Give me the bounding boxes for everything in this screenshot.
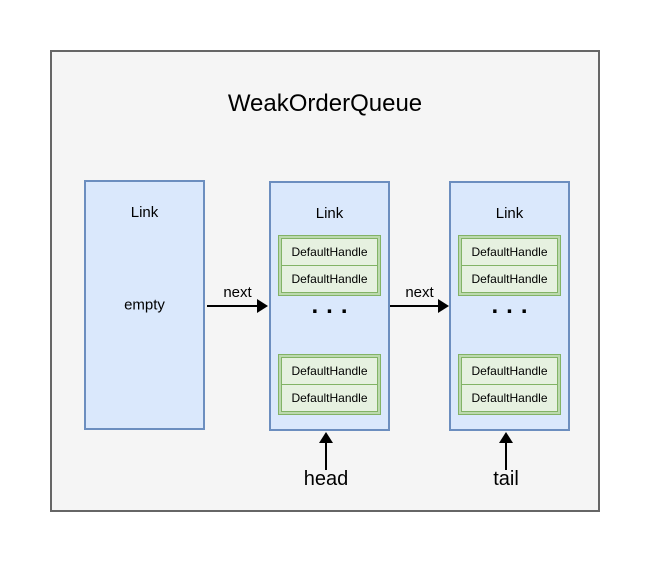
default-handle-cell: DefaultHandle (281, 265, 378, 293)
arrow-shaft (390, 305, 440, 307)
default-handle-cell: DefaultHandle (461, 238, 558, 266)
link-node-label: Link (315, 205, 344, 222)
next-arrow-label: next (223, 284, 252, 301)
link-node-label: Link (495, 205, 524, 222)
link-node-tail: Link DefaultHandle DefaultHandle ... Def… (449, 181, 570, 431)
default-handle-cell: DefaultHandle (461, 384, 558, 412)
arrow-right-icon (438, 299, 449, 313)
handle-group-top: DefaultHandle DefaultHandle (278, 235, 381, 296)
default-handle-cell: DefaultHandle (281, 384, 378, 412)
handle-group-top: DefaultHandle DefaultHandle (458, 235, 561, 296)
arrow-shaft (325, 440, 327, 470)
tail-pointer-arrow (498, 432, 514, 470)
arrow-up-icon (319, 432, 333, 443)
head-pointer-label: head (303, 468, 349, 490)
ellipsis-label: ... (311, 292, 356, 319)
empty-content-label: empty (124, 296, 165, 314)
arrow-right-icon (257, 299, 268, 313)
tail-pointer-label: tail (493, 468, 519, 490)
default-handle-cell: DefaultHandle (461, 265, 558, 293)
default-handle-cell: DefaultHandle (461, 357, 558, 385)
handle-group-bottom: DefaultHandle DefaultHandle (278, 354, 381, 415)
next-arrow-label: next (405, 284, 434, 301)
arrow-shaft (505, 440, 507, 470)
link-node-head: Link DefaultHandle DefaultHandle ... Def… (269, 181, 390, 431)
link-node-empty: Link empty (84, 180, 205, 430)
ellipsis-label: ... (491, 292, 536, 319)
default-handle-cell: DefaultHandle (281, 238, 378, 266)
diagram-title: WeakOrderQueue (227, 90, 423, 117)
default-handle-cell: DefaultHandle (281, 357, 378, 385)
arrow-up-icon (499, 432, 513, 443)
head-pointer-arrow (318, 432, 334, 470)
handle-group-bottom: DefaultHandle DefaultHandle (458, 354, 561, 415)
next-arrow: next (207, 284, 268, 316)
next-arrow: next (390, 284, 449, 316)
link-node-label: Link (130, 204, 159, 221)
arrow-shaft (207, 305, 259, 307)
